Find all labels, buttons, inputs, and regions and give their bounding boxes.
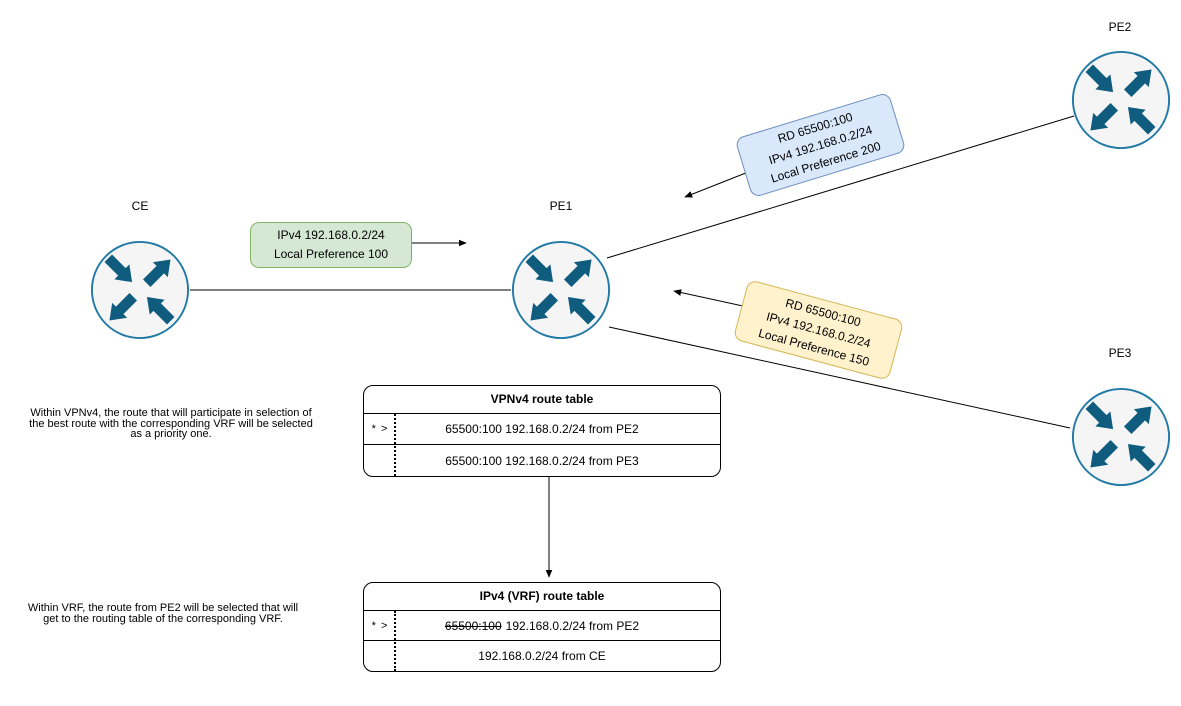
note-line: the best route with the corresponding VR… (29, 417, 313, 430)
ipv4-vrf-route-table: IPv4 (VRF) route table * > 65500:100 192… (363, 582, 721, 672)
vpnv4-route-table-title: VPNv4 route table (364, 386, 720, 414)
ad-line: Local Preference 100 (273, 247, 389, 261)
router-pe1 (511, 240, 611, 340)
router-pe3 (1071, 387, 1171, 487)
note-line: get to the routing table of the correspo… (43, 612, 283, 625)
router-label-pe1: PE1 (549, 199, 573, 213)
ipv4-vrf-route-table-title: IPv4 (VRF) route table (364, 583, 720, 611)
vpnv4-route-table: VPNv4 route table * > 65500:100 192.168.… (363, 385, 721, 477)
route-entry: 192.168.0.2/24 from PE2 (505, 618, 640, 633)
table-dotted-divider (394, 611, 396, 671)
router-pe2 (1071, 50, 1171, 150)
router-ce (90, 240, 190, 340)
router-icon (1071, 50, 1171, 150)
router-label-pe3: PE3 (1108, 346, 1132, 360)
router-icon (511, 240, 611, 340)
route-entry-strikethrough: 65500:100 (444, 618, 502, 633)
table-row: * > 65500:100 192.168.0.2/24 from PE2 (364, 414, 720, 445)
route-entry: 65500:100 192.168.0.2/24 from PE3 (445, 453, 639, 468)
table-row: * > 65500:100 192.168.0.2/24 from PE2 (364, 611, 720, 641)
router-label-pe2: PE2 (1108, 20, 1132, 34)
table-dotted-divider (394, 414, 396, 476)
table-row: 192.168.0.2/24 from CE (364, 641, 720, 671)
router-label-ce: CE (131, 199, 149, 213)
note-line: Within VRF, the route from PE2 will be s… (27, 602, 299, 614)
ad-line: IPv4 192.168.0.2/24 (277, 228, 385, 242)
best-route-marker: * > (371, 619, 389, 632)
note-line: Within VPNv4, the route that will partic… (30, 407, 312, 419)
ce-advertisement-label: IPv4 192.168.0.2/24 Local Preference 100 (250, 222, 412, 268)
vpnv4-selection-note: Within VPNv4, the route that will partic… (6, 408, 336, 440)
router-icon (1071, 387, 1171, 487)
vrf-selection-note: Within VRF, the route from PE2 will be s… (6, 603, 320, 624)
link-pe1-pe3 (608, 326, 1071, 429)
router-icon (90, 240, 190, 340)
route-entry: 192.168.0.2/24 from CE (478, 649, 606, 663)
route-entry: 65500:100 192.168.0.2/24 from PE2 (445, 422, 639, 436)
link-pe1-pe2 (606, 115, 1075, 259)
note-line: as a priority one. (130, 428, 212, 440)
best-route-marker: * > (371, 423, 389, 435)
table-row: 65500:100 192.168.0.2/24 from PE3 (364, 445, 720, 476)
